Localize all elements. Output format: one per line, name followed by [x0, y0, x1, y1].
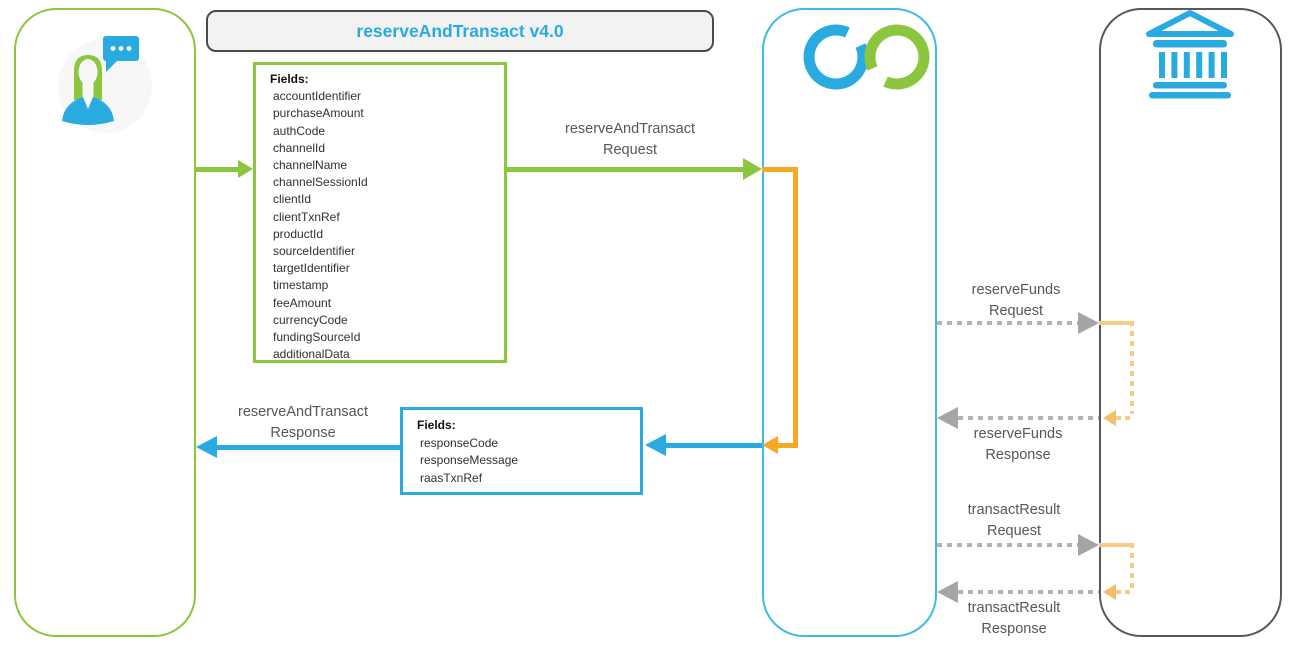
- response-arrow-segment-2: [664, 443, 762, 448]
- request-fields-box: Fields: accountIdentifier purchaseAmount…: [253, 62, 507, 363]
- request-arrow-segment-2: [507, 167, 743, 172]
- bank-process1-line-vertical: [1130, 321, 1134, 414]
- label-line: Request: [988, 303, 1043, 319]
- bank-process1-arrowhead: [1103, 410, 1116, 426]
- bank-process2-line-top: [1099, 543, 1134, 547]
- bank-process2-line-vertical: [1130, 543, 1134, 588]
- field-item: accountIdentifier: [273, 89, 362, 104]
- field-item: clientTxnRef: [273, 209, 340, 224]
- platform-process-line-vertical: [793, 167, 798, 448]
- reserve-funds-response-line: [958, 416, 1099, 420]
- diagram-title: reserveAndTransact v4.0: [206, 10, 714, 52]
- response-label-line1: reserveAndTransact: [237, 404, 369, 420]
- platform-rings-logo-icon: [803, 24, 930, 90]
- response-fields-heading: Fields:: [417, 418, 456, 432]
- response-fields-box: Fields: responseCode responseMessage raa…: [400, 407, 643, 495]
- request-arrowhead-1: [238, 160, 253, 178]
- label-line: reserveFunds: [973, 426, 1063, 442]
- field-item: raasTxnRef: [420, 470, 483, 485]
- label-line: transactResult: [967, 600, 1061, 616]
- reserve-funds-request-line: [937, 321, 1079, 325]
- response-arrow-segment-1: [216, 445, 400, 450]
- request-fields-heading: Fields:: [270, 72, 309, 86]
- bank-process2-line-bottom: [1116, 590, 1132, 594]
- response-label-line2: Response: [270, 425, 336, 441]
- platform-process-line-top: [762, 167, 798, 172]
- field-item: channelSessionId: [273, 175, 368, 190]
- swimlane-platform: [762, 8, 937, 637]
- diagram-title-text: reserveAndTransact v4.0: [356, 20, 564, 41]
- request-label-line2: Request: [602, 142, 657, 158]
- request-label-line1: reserveAndTransact: [564, 121, 696, 137]
- field-item: feeAmount: [273, 295, 332, 310]
- field-item: targetIdentifier: [273, 261, 350, 276]
- reserve-funds-response-arrowhead: [937, 407, 958, 429]
- response-arrowhead-2: [645, 434, 666, 456]
- reserve-funds-response-label: reserveFunds Response: [942, 424, 1094, 466]
- field-item: currencyCode: [273, 312, 348, 327]
- reserve-funds-request-label: reserveFunds Request: [940, 280, 1092, 322]
- field-item: responseCode: [420, 435, 499, 450]
- field-item: timestamp: [273, 278, 329, 293]
- label-line: Response: [985, 447, 1051, 463]
- field-item: productId: [273, 226, 324, 241]
- reserve-funds-request-arrowhead: [1078, 312, 1099, 334]
- label-line: reserveFunds: [971, 282, 1061, 298]
- response-arrowhead-1: [196, 436, 217, 458]
- transact-result-request-label: transactResult Request: [938, 500, 1090, 542]
- request-label: reserveAndTransact Request: [540, 119, 720, 161]
- field-item: additionalData: [273, 347, 350, 362]
- field-item: authCode: [273, 123, 326, 138]
- field-item: channelId: [273, 140, 326, 155]
- bank-process2-arrowhead: [1103, 584, 1116, 600]
- field-item: responseMessage: [420, 453, 519, 467]
- platform-process-line-bottom: [777, 443, 798, 448]
- platform-process-arrowhead: [762, 436, 778, 454]
- request-arrowhead-2: [743, 158, 762, 180]
- field-item: sourceIdentifier: [273, 244, 356, 259]
- transact-result-response-line: [958, 590, 1099, 594]
- field-item: purchaseAmount: [273, 106, 364, 121]
- field-item: channelName: [273, 158, 348, 173]
- field-item: fundingSourceId: [273, 330, 361, 345]
- label-line: Request: [986, 523, 1041, 539]
- label-line: transactResult: [967, 502, 1061, 518]
- transact-result-request-line: [937, 543, 1079, 547]
- bank-process1-line-top: [1099, 321, 1134, 325]
- field-item: clientId: [273, 192, 312, 207]
- request-arrow-segment-1: [196, 167, 239, 172]
- bank-icon: [1146, 10, 1234, 99]
- transact-result-request-arrowhead: [1078, 534, 1099, 556]
- transact-result-response-arrowhead: [937, 581, 958, 603]
- customer-chat-icon: [58, 36, 152, 133]
- transact-result-response-label: transactResult Response: [938, 598, 1090, 640]
- label-line: Response: [981, 621, 1047, 637]
- bank-process1-line-bottom: [1116, 416, 1132, 420]
- response-label: reserveAndTransact Response: [208, 402, 398, 444]
